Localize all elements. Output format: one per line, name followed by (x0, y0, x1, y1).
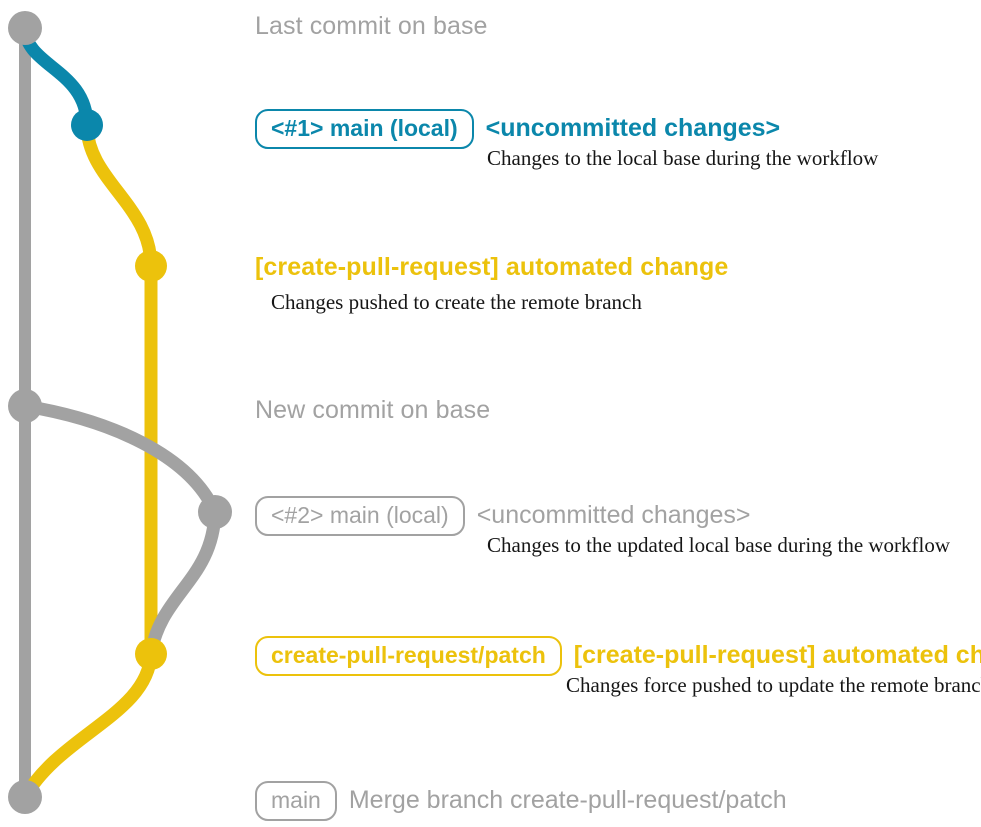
commit-row-local-main-2: <#2> main (local) <uncommitted changes> (255, 496, 750, 536)
branch-badge-main[interactable]: main (255, 781, 337, 821)
commit-node-base-merge[interactable] (8, 780, 42, 814)
commit-node-local-main-1[interactable] (71, 109, 103, 141)
edge-local-main-2-to-patch-2 (144, 505, 222, 661)
branch-badge-local-main-2[interactable]: <#2> main (local) (255, 496, 465, 536)
edge-base-new-to-local-main-2 (18, 399, 222, 519)
commit-subject: <uncommitted changes> (485, 114, 781, 142)
commit-caption-patch-updated: Changes force pushed to update the remot… (566, 673, 981, 697)
branch-badge-create-pull-request-patch[interactable]: create-pull-request/patch (255, 636, 562, 676)
commit-row-merge: main Merge branch create-pull-request/pa… (255, 781, 787, 821)
commit-node-base-last[interactable] (8, 11, 42, 45)
edge-local-main-1-to-patch-1 (80, 118, 158, 273)
commit-caption-local-main-1: Changes to the local base during the wor… (487, 146, 879, 170)
edge-base-to-local-main-1 (18, 21, 94, 132)
commit-row-patch-updated: create-pull-request/patch [create-pull-r… (255, 636, 981, 676)
commit-caption-local-main-2: Changes to the updated local base during… (487, 533, 951, 557)
commit-subject: Last commit on base (255, 12, 488, 40)
commit-row-new-commit-on-base: New commit on base (255, 396, 490, 425)
commit-subject: [create-pull-request] automated change (573, 641, 981, 669)
commit-subject: New commit on base (255, 396, 491, 424)
commit-node-local-main-2[interactable] (198, 495, 232, 529)
commit-node-base-new[interactable] (8, 389, 42, 423)
commit-node-patch-1[interactable] (135, 250, 167, 282)
commit-subject: <uncommitted changes> (476, 501, 751, 529)
commit-subject: Merge branch create-pull-request/patch (348, 786, 787, 814)
commit-row-patch-created: [create-pull-request] automated change (255, 253, 728, 282)
commit-node-patch-2[interactable] (135, 638, 167, 670)
edge-patch-2-to-merge (18, 647, 158, 804)
commit-subject: [create-pull-request] automated change (255, 253, 729, 281)
commit-row-last-commit-on-base: Last commit on base (255, 12, 488, 41)
commit-row-local-main-1: <#1> main (local) <uncommitted changes> (255, 109, 780, 149)
commit-caption-patch-created: Changes pushed to create the remote bran… (271, 290, 642, 314)
branch-badge-local-main-1[interactable]: <#1> main (local) (255, 109, 474, 149)
